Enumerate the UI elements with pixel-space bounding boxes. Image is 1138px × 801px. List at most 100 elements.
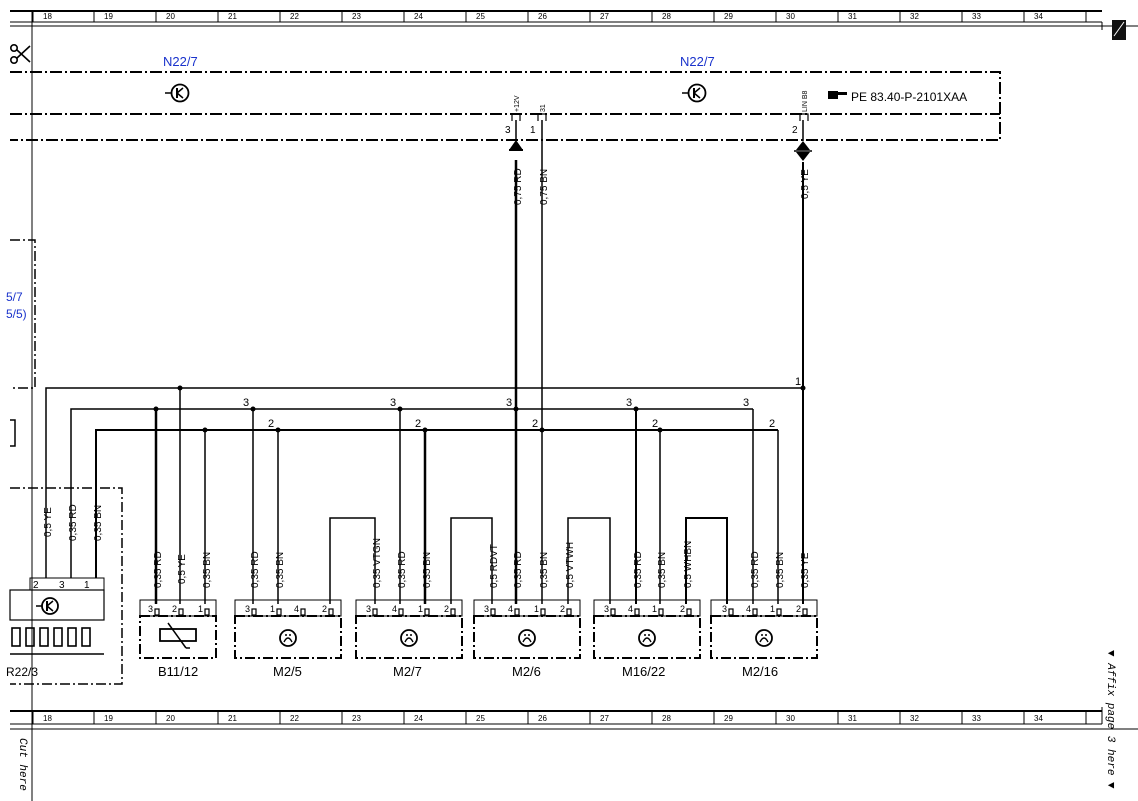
connector-tag: +12V: [514, 95, 521, 112]
ruler-number: 19: [104, 12, 113, 21]
ruler-number: 33: [972, 12, 981, 21]
module-label-right: N22/7: [680, 54, 715, 69]
pin-number: 2: [444, 604, 449, 614]
pin-number: 1: [270, 604, 275, 614]
motor-icon: [638, 629, 656, 647]
component-label: M2/16: [742, 664, 778, 679]
variable-resistor-icon: [159, 622, 197, 649]
wire-labels: 0,75 RD 0,75 BN 0,5 YE 0,5 YE 0,35 RD 0,…: [43, 168, 811, 588]
wire-label: 0,35 YE: [800, 552, 811, 588]
ruler-number: 22: [290, 714, 299, 723]
pin-number: 1: [770, 604, 775, 614]
scissors-icon: [10, 44, 31, 65]
svg-text:3: 3: [390, 397, 396, 409]
svg-text:2: 2: [652, 418, 658, 430]
wire-label: 0,35 BN: [539, 552, 550, 588]
pin-number: 3: [148, 604, 153, 614]
ruler-number: 20: [166, 12, 175, 21]
component-label: M16/22: [622, 664, 665, 679]
wire-label: 0,35 RD: [153, 551, 164, 588]
pin-number: 4: [294, 604, 299, 614]
component-m216: 3 4 1 2M2/16: [710, 599, 818, 679]
connector-tag: 31: [540, 104, 547, 112]
ruler-number: 32: [910, 12, 919, 21]
wire-label: 0,35 RD: [68, 504, 79, 541]
pin-number: 3: [604, 604, 609, 614]
ruler-number: 28: [662, 714, 671, 723]
wire-label: 0,5 YE: [177, 554, 188, 584]
svg-text:3: 3: [626, 397, 632, 409]
wire-label: 0,35 BN: [422, 552, 433, 588]
ruler-number: 20: [166, 714, 175, 723]
ruler-number: 22: [290, 12, 299, 21]
wire-label: 0,35 BN: [93, 505, 104, 541]
ruler-number: 21: [228, 12, 237, 21]
ruler-number: 23: [352, 714, 361, 723]
ruler-number: 26: [538, 12, 547, 21]
reference-text: PE 83.40-P-2101XAA: [851, 90, 967, 104]
svg-text:3: 3: [506, 397, 512, 409]
ruler-number: 25: [476, 12, 485, 21]
side-label: 5/7: [6, 290, 23, 304]
control-unit-icon: [682, 83, 707, 103]
connector-tag: LIN B8: [802, 90, 809, 112]
pin-number: 3: [484, 604, 489, 614]
motor-icon: [279, 629, 297, 647]
pin-number: 2: [792, 125, 798, 136]
ruler-number: 31: [848, 714, 857, 723]
svg-text:3: 3: [59, 580, 65, 591]
pin-number: 1: [534, 604, 539, 614]
ruler-number: 30: [786, 12, 795, 21]
ruler-number: 27: [600, 714, 609, 723]
wire-label: 0,35 VTGN: [372, 538, 383, 588]
affix-note: ▼ Affix page 3 here ▼: [1104, 650, 1116, 789]
pin-number: 4: [628, 604, 633, 614]
pin-number: 1: [198, 604, 203, 614]
left-module-fragment: 5/7 5/5): [6, 239, 36, 447]
cut-note: Cut here: [16, 738, 28, 791]
ruler-number: 34: [1034, 714, 1043, 723]
ruler-number: 32: [910, 714, 919, 723]
wire-label: 0,35 RD: [633, 551, 644, 588]
ruler-number: 19: [104, 714, 113, 723]
ruler-number: 25: [476, 714, 485, 723]
pin-number: 4: [746, 604, 751, 614]
ruler-number: 29: [724, 12, 733, 21]
component-r22-3: 2 3 1 R22/3: [6, 487, 123, 685]
control-unit-icon: [165, 83, 190, 103]
pin-number: 3: [722, 604, 727, 614]
svg-text:3: 3: [743, 397, 749, 409]
svg-text:2: 2: [415, 418, 421, 430]
wire-label: 0,35 BN: [202, 552, 213, 588]
ruler-number: 31: [848, 12, 857, 21]
pin-number: 2: [796, 604, 801, 614]
ruler-number: 27: [600, 12, 609, 21]
svg-text:1: 1: [795, 376, 801, 388]
wire-label: 0,35 BN: [657, 552, 668, 588]
pin-number: 4: [392, 604, 397, 614]
pin-number: 3: [366, 604, 371, 614]
module-label-left: N22/7: [163, 54, 198, 69]
ruler-number: 34: [1034, 12, 1043, 21]
pin-number: 1: [530, 125, 536, 136]
svg-text:3: 3: [243, 397, 249, 409]
side-label: 5/5): [6, 307, 27, 321]
wire-label: 0,75 BN: [539, 169, 550, 205]
pin-number: 2: [680, 604, 685, 614]
bus-tap-numbers: 1 3 3 3 3 3 2 2 2 2 2: [243, 376, 801, 430]
component-label: M2/7: [393, 664, 422, 679]
wire-label: 0,35 BN: [775, 552, 786, 588]
ruler-number: 23: [352, 12, 361, 21]
connector-arrow-icon: [509, 140, 812, 161]
wire-label: 0,5 WHBN: [683, 541, 694, 588]
wire-label: 0,5 VTWH: [565, 542, 576, 588]
ruler-number: 26: [538, 714, 547, 723]
resistor-array-icon: [10, 627, 104, 655]
wire-label: 0,75 RD: [513, 168, 524, 205]
ruler-number: 24: [414, 12, 423, 21]
